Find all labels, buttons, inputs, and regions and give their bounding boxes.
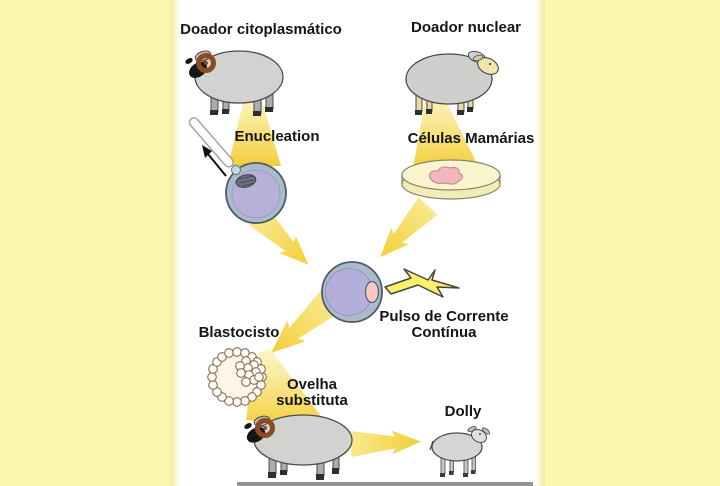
dolly-label: Dolly — [444, 403, 482, 420]
enucleation-label: Enucleation — [234, 128, 320, 145]
surrogate-line1: Ovelha — [286, 376, 338, 393]
panel-right-fade — [535, 0, 545, 486]
panel-left-fade — [170, 0, 180, 486]
dc-pulse-label: Pulso de Corrente Contínua — [379, 309, 508, 341]
nuclear-donor-sheep-icon — [405, 50, 499, 115]
mammary-tissue-icon — [429, 166, 463, 185]
mammary-cells-label: Células Mamárias — [407, 130, 535, 147]
extraction-arrow-icon — [202, 145, 227, 177]
nuclear-donor-label: Doador nuclear — [410, 19, 522, 36]
dolly-lamb-icon — [429, 425, 491, 477]
transfer-arrow-icon — [350, 430, 421, 457]
donor-cell-icon — [364, 280, 380, 304]
pipette-icon — [188, 117, 234, 168]
surrogate-sheep-icon — [244, 414, 353, 480]
transfer-arrow-icon — [380, 197, 438, 258]
light-beam — [228, 91, 281, 166]
light-beam — [246, 348, 330, 428]
blastocyst-label: Blastocisto — [198, 324, 280, 341]
bottom-edge-line — [237, 482, 533, 486]
cytoplasm-donor-label: Doador citoplasmático — [180, 21, 342, 38]
surrogate-line2: substituta — [276, 392, 348, 409]
enucleated-egg-cell-icon — [225, 162, 287, 224]
dc-pulse-line2: Contínua — [411, 324, 477, 341]
blastocyst-cluster-icon — [207, 347, 267, 407]
lightning-bolt-icon — [384, 268, 460, 298]
surrogate-label: Ovelha substituta — [276, 377, 348, 409]
fused-cell-icon — [321, 261, 383, 323]
dc-pulse-line1: Pulso de Corrente — [379, 308, 509, 325]
petri-dish-icon — [401, 159, 501, 200]
cytoplasm-donor-sheep-icon — [185, 50, 284, 116]
